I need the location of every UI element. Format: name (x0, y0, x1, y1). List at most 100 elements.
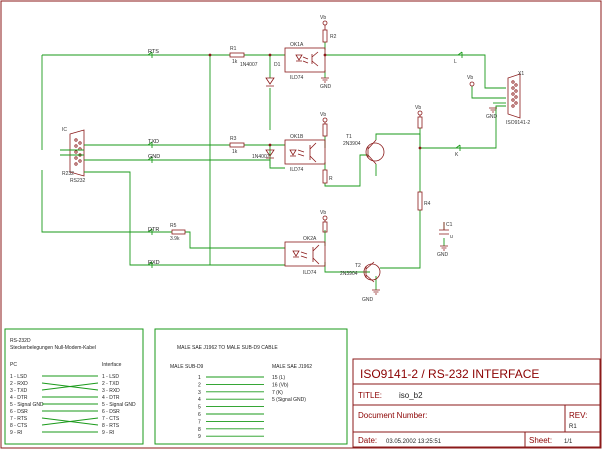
pc-pin-label: 9 - RI (10, 430, 22, 436)
vb-symbol-x1 (469, 81, 475, 87)
d1-type: 1N4007 (240, 62, 258, 68)
sae-pin-label: 5 (Signal GND) (272, 397, 306, 403)
vb-symbol-1 (322, 20, 328, 30)
resistor-r1 (229, 52, 245, 58)
pc-pin-label: 2 - RXD (10, 381, 28, 387)
info-col-interface: Interface (102, 362, 122, 368)
interface-pin-label: 3 - RXD (102, 388, 120, 394)
resistor-r5 (171, 229, 186, 235)
connector-x1 (507, 73, 521, 119)
x1-ref: X1 (518, 71, 524, 77)
resistor-ok1b-low (322, 169, 328, 184)
resistor-r4 (417, 191, 423, 211)
pc-pin-label: 7 - RTS (10, 416, 28, 422)
r1-value: 1k (232, 59, 238, 65)
rev-value: R1 (569, 424, 577, 430)
ok1a-ref: OK1A (290, 42, 304, 48)
d1-ref: D1 (274, 62, 281, 68)
ok2a-type: ILD74 (303, 270, 317, 276)
net-label-txd: TXD (148, 139, 159, 145)
sae-pin-list: 15 (L)16 (Vb)7 (K)5 (Signal GND) (272, 375, 306, 403)
vb2-label: Vb (320, 112, 326, 118)
title-value: iso_b2 (399, 391, 423, 400)
sheet-label: Sheet: (529, 436, 552, 445)
interface-pin-label: 7 - CTS (102, 416, 120, 422)
info-col-pc: PC (10, 362, 17, 368)
vb1-label: Vb (320, 15, 326, 21)
date-value: 03.05.2002 13:25:51 (386, 439, 442, 445)
transistor-t2 (363, 261, 381, 283)
info-box-subtitle: Steckerbelegungen Null-Modem-Kabel (10, 345, 96, 351)
gnd-symbol-t2 (372, 289, 380, 295)
interface-pin-label: 9 - RI (102, 430, 114, 436)
interface-pin-label: 1 - LSD (102, 374, 119, 380)
subd-pin-number: 2 (198, 382, 201, 388)
subd-pin-number: 6 (198, 412, 201, 418)
diode-d2 (265, 149, 275, 159)
cable-wires (206, 376, 264, 437)
vb-symbol-3 (417, 110, 423, 129)
net-label-rts: RTS (148, 49, 159, 55)
gnd-c1-label: GND (437, 252, 449, 258)
gnd-symbol-ok1a (321, 77, 329, 83)
vb-symbol-4 (322, 215, 328, 233)
connector-rs232 (60, 129, 95, 177)
r3-value: 1k (232, 149, 238, 155)
c1-ref: C1 (446, 222, 453, 228)
gnd-t2-label: GND (362, 297, 374, 303)
resistor-r3 (229, 142, 245, 148)
optocoupler-ok2a (284, 241, 326, 267)
sae-pin-label: 16 (Vb) (272, 382, 289, 388)
cable-col-sae: MALE SAE J1962 (272, 364, 312, 370)
transistor-t1 (365, 139, 385, 165)
rev-label: REV: (569, 411, 587, 420)
r-low-label: R (329, 176, 333, 182)
t1-type: 2N3904 (343, 141, 361, 147)
subd-pin-number: 9 (198, 434, 201, 440)
r5-value: 3.9k (170, 236, 180, 242)
null-modem-crossings (41, 375, 99, 433)
subd-pin-number: 1 (198, 375, 201, 381)
cable-box (154, 328, 348, 445)
pc-pin-label: 4 - DTR (10, 395, 28, 401)
cable-col-subd: MALE SUB-D9 (170, 364, 204, 370)
vb4-label: Vb (320, 210, 326, 216)
sae-pin-label: 15 (L) (272, 375, 285, 381)
optocoupler-ok1a (284, 47, 326, 73)
pc-pin-label: 6 - DSR (10, 409, 28, 415)
vb-symbol-2 (322, 117, 328, 137)
vb3-label: Vb (415, 105, 421, 111)
ic-ref: IC (62, 127, 67, 133)
gnd-x1-label: GND (486, 114, 498, 120)
resistor-r2 (322, 29, 328, 43)
subd-pin-number: 4 (198, 397, 201, 403)
interface-pin-label: 8 - RTS (102, 423, 120, 429)
t2-ref: T2 (355, 263, 361, 269)
subd-pin-number: 8 (198, 427, 201, 433)
info-box (4, 328, 144, 445)
x1-type: ISO9141-2 (506, 120, 530, 126)
sheet-value: 1/1 (564, 439, 573, 445)
interface-pin-label: 4 - DTR (102, 395, 120, 401)
pc-pin-label: 1 - LSD (10, 374, 27, 380)
net-label-dtr: DTR (148, 227, 159, 233)
optocoupler-ok1b (284, 139, 326, 165)
r2-ref: R2 (330, 34, 337, 40)
capacitor-c1 (439, 222, 449, 251)
r1-ref: R1 (230, 46, 237, 52)
net-label-gnd: GND (148, 154, 160, 160)
subd-pin-number: 3 (198, 390, 201, 396)
pc-pin-label: 3 - TXD (10, 388, 28, 394)
date-label: Date: (358, 436, 377, 445)
ok2a-ref: OK2A (303, 236, 317, 242)
cable-box-title: MALE SAE J1962 TO MALE SUB-D9 CABLE (177, 345, 278, 351)
r5-ref: R5 (170, 223, 177, 229)
title-block (352, 358, 601, 448)
t1-ref: T1 (346, 134, 352, 140)
r3-ref: R3 (230, 136, 237, 142)
